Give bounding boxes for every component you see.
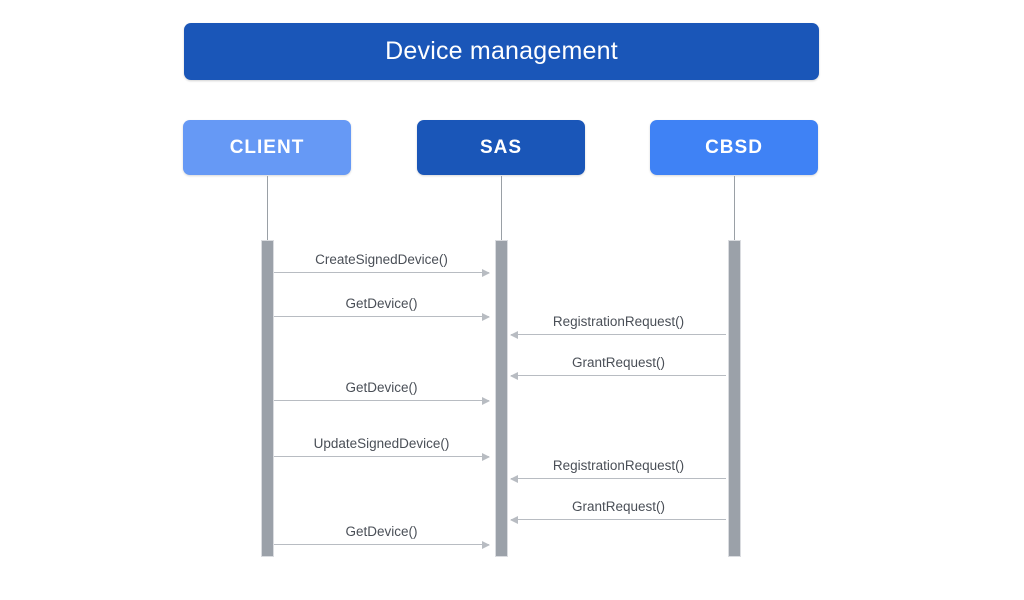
- arrow-head-icon: [510, 515, 518, 524]
- message-arrow[interactable]: GrantRequest(): [510, 499, 726, 524]
- message-label: GetDevice(): [345, 524, 418, 539]
- message-label: GrantRequest(): [571, 499, 666, 514]
- message-line: [511, 334, 726, 335]
- arrow-head-icon: [482, 540, 490, 549]
- participant-label-client: CLIENT: [229, 136, 305, 158]
- message-arrow[interactable]: RegistrationRequest(): [510, 458, 726, 483]
- arrow-head-icon: [482, 312, 490, 321]
- message-arrow[interactable]: CreateSignedDevice(): [274, 252, 490, 277]
- message-line: [274, 544, 489, 545]
- arrow-head-icon: [482, 452, 490, 461]
- activation-bar-cbsd: [728, 240, 741, 557]
- message-arrow[interactable]: GetDevice(): [274, 380, 490, 405]
- message-arrow[interactable]: GetDevice(): [274, 296, 490, 321]
- page-title: Device management: [385, 37, 618, 65]
- message-label: GetDevice(): [345, 380, 418, 395]
- lifeline-sas: [501, 176, 502, 242]
- message-arrow[interactable]: GrantRequest(): [510, 355, 726, 380]
- participant-label-sas: SAS: [479, 136, 523, 158]
- arrow-head-icon: [510, 474, 518, 483]
- arrow-head-icon: [510, 371, 518, 380]
- message-label: GrantRequest(): [571, 355, 666, 370]
- message-line: [511, 478, 726, 479]
- message-label: GetDevice(): [345, 296, 418, 311]
- message-line: [274, 272, 489, 273]
- message-label: RegistrationRequest(): [552, 314, 685, 329]
- message-line: [274, 316, 489, 317]
- arrow-head-icon: [510, 330, 518, 339]
- lifeline-client: [267, 176, 268, 242]
- participant-cbsd[interactable]: CBSD: [650, 120, 818, 175]
- message-arrow[interactable]: GetDevice(): [274, 524, 490, 549]
- message-label: UpdateSignedDevice(): [313, 436, 450, 451]
- diagram-title-bar: Device management: [184, 23, 819, 80]
- participant-sas[interactable]: SAS: [417, 120, 585, 175]
- message-line: [511, 519, 726, 520]
- activation-bar-sas: [495, 240, 508, 557]
- activation-bar-client: [261, 240, 274, 557]
- message-line: [274, 456, 489, 457]
- message-label: RegistrationRequest(): [552, 458, 685, 473]
- arrow-head-icon: [482, 268, 490, 277]
- message-arrow[interactable]: RegistrationRequest(): [510, 314, 726, 339]
- participant-label-cbsd: CBSD: [705, 136, 763, 158]
- message-arrow[interactable]: UpdateSignedDevice(): [274, 436, 490, 461]
- message-line: [274, 400, 489, 401]
- message-line: [511, 375, 726, 376]
- lifeline-cbsd: [734, 176, 735, 242]
- message-label: CreateSignedDevice(): [315, 252, 448, 267]
- participant-client[interactable]: CLIENT: [183, 120, 351, 175]
- arrow-head-icon: [482, 396, 490, 405]
